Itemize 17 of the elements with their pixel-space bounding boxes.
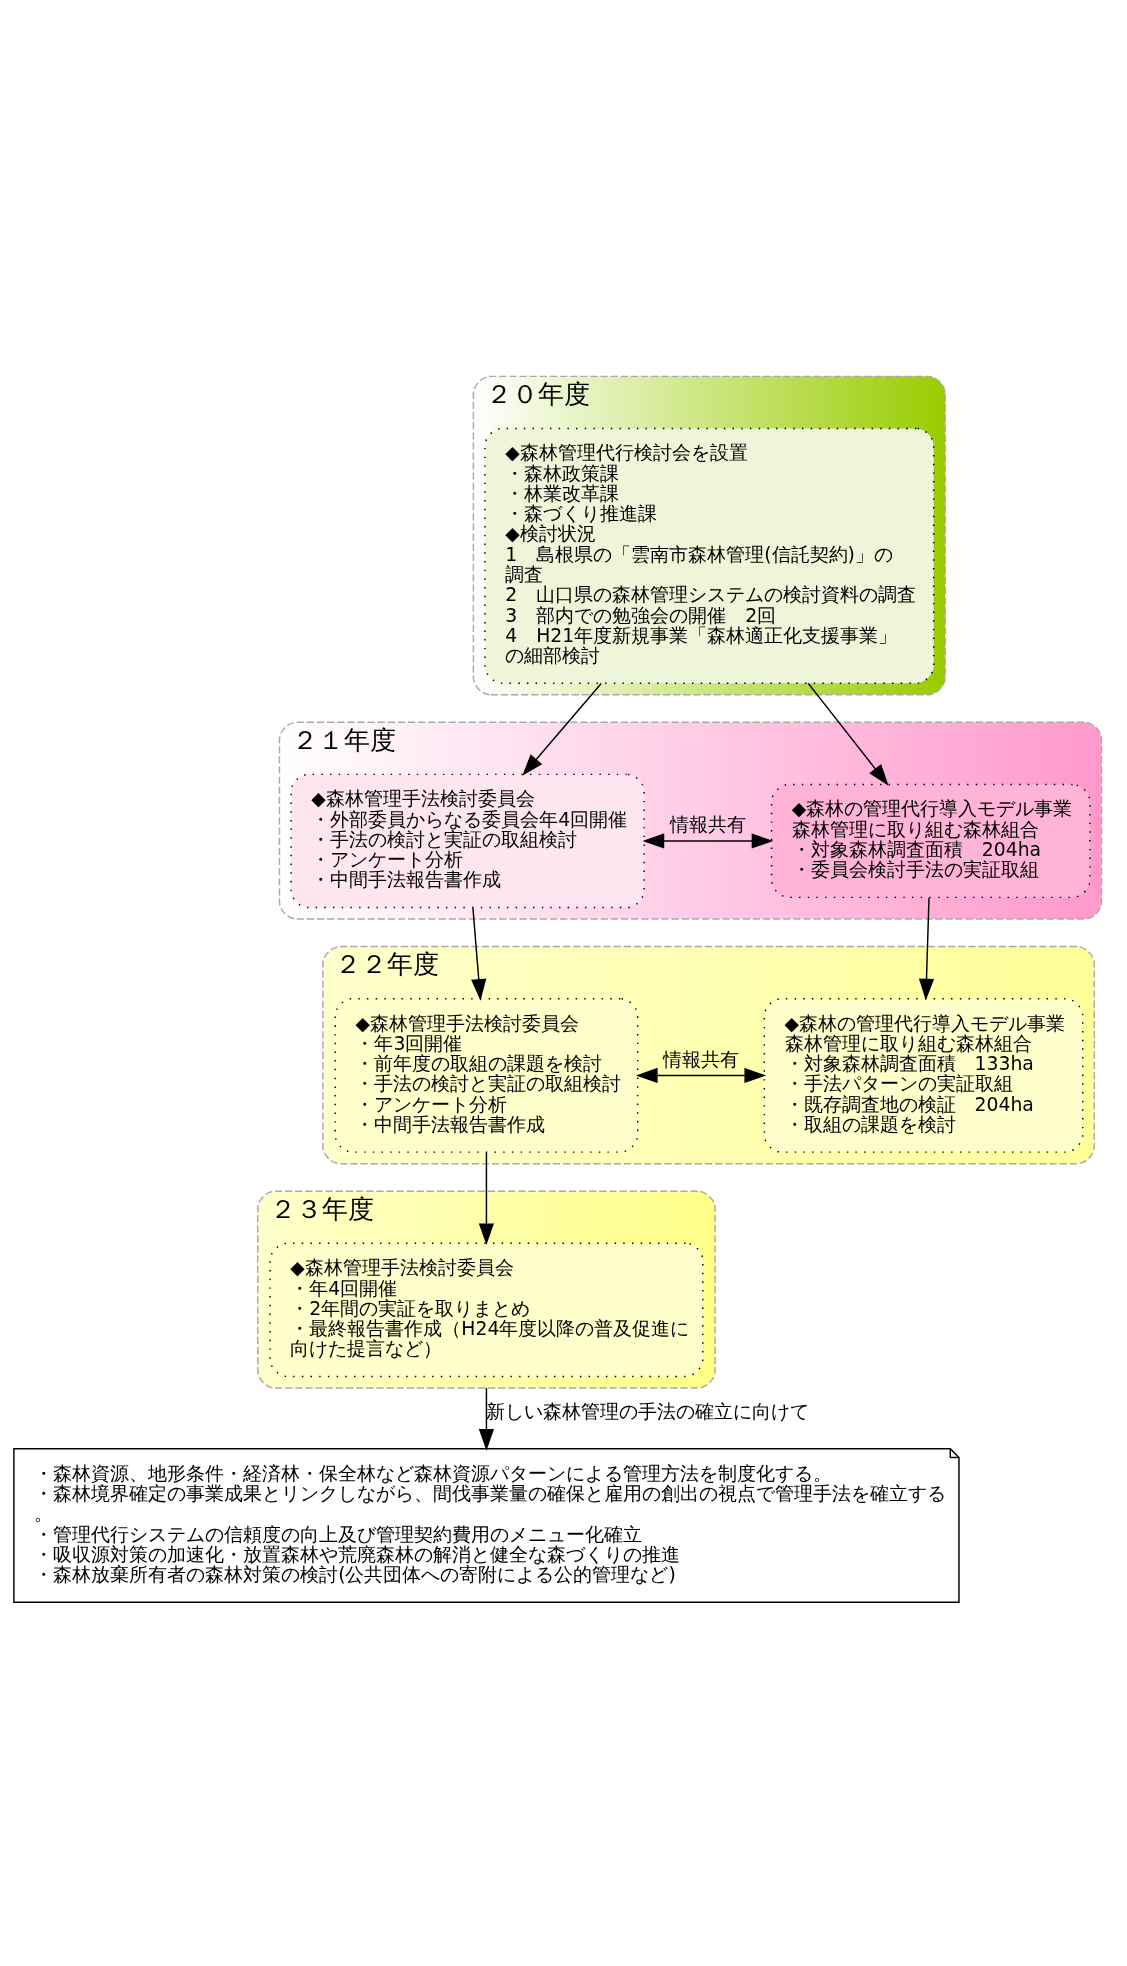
arrow	[918, 896, 935, 1001]
node-box: ◆森林管理手法検討委員会 ・年4回開催 ・2年間の実証を取りまとめ ・最終報告書作成（H24年度以降の普及促進に向けた提言など）	[269, 1242, 704, 1377]
arrow	[642, 832, 774, 849]
node-box: ◆森林の管理代行導入モデル事業 森林管理に取り組む森林組合 ・対象森林調査面積 133ha ・手法パターンの実証取組 ・既存調査地の検証 204ha ・取組の課題を検討	[763, 997, 1084, 1153]
edge-label: 新しい森林管理の手法の確立に向けて	[486, 1400, 810, 1422]
node-box: ◆森林管理手法検討委員会 ・年3回開催 ・前年度の取組の課題を検討 ・手法の検討と実証の取組検討 ・アンケート分析 ・中間手法報告書作成	[334, 997, 639, 1153]
arrow	[478, 1151, 495, 1245]
arrow	[522, 682, 602, 776]
edge-label: 情報共有	[669, 813, 746, 835]
node-box: ◆森林管理代行検討会を設置 ・森林政策課 ・林業改革課 ・森づくり推進課 ◆検討状況 1 島根県の「雲南市森林管理(信託契約)」の調査 2 山口県の森林管理システムの検討資料の調査 3 部内での勉強会の開催 2回 4 H21年度新規事業「森林適正化支援事業」の細部検討	[484, 427, 935, 684]
arrow	[478, 1386, 495, 1451]
node-box: ◆森林管理手法検討委員会 ・外部委員からなる委員会年4回開催 ・手法の検討と実証の取組検討 ・アンケート分析 ・中間手法報告書作成	[290, 773, 645, 908]
arrow	[807, 682, 889, 786]
node-box: ◆森林の管理代行導入モデル事業 森林管理に取り組む森林組合 ・対象森林調査面積 204ha ・委員会検討手法の実証取組	[770, 783, 1091, 898]
arrow	[471, 906, 487, 1001]
arrow	[635, 1067, 767, 1083]
edge-label: 情報共有	[662, 1048, 739, 1070]
